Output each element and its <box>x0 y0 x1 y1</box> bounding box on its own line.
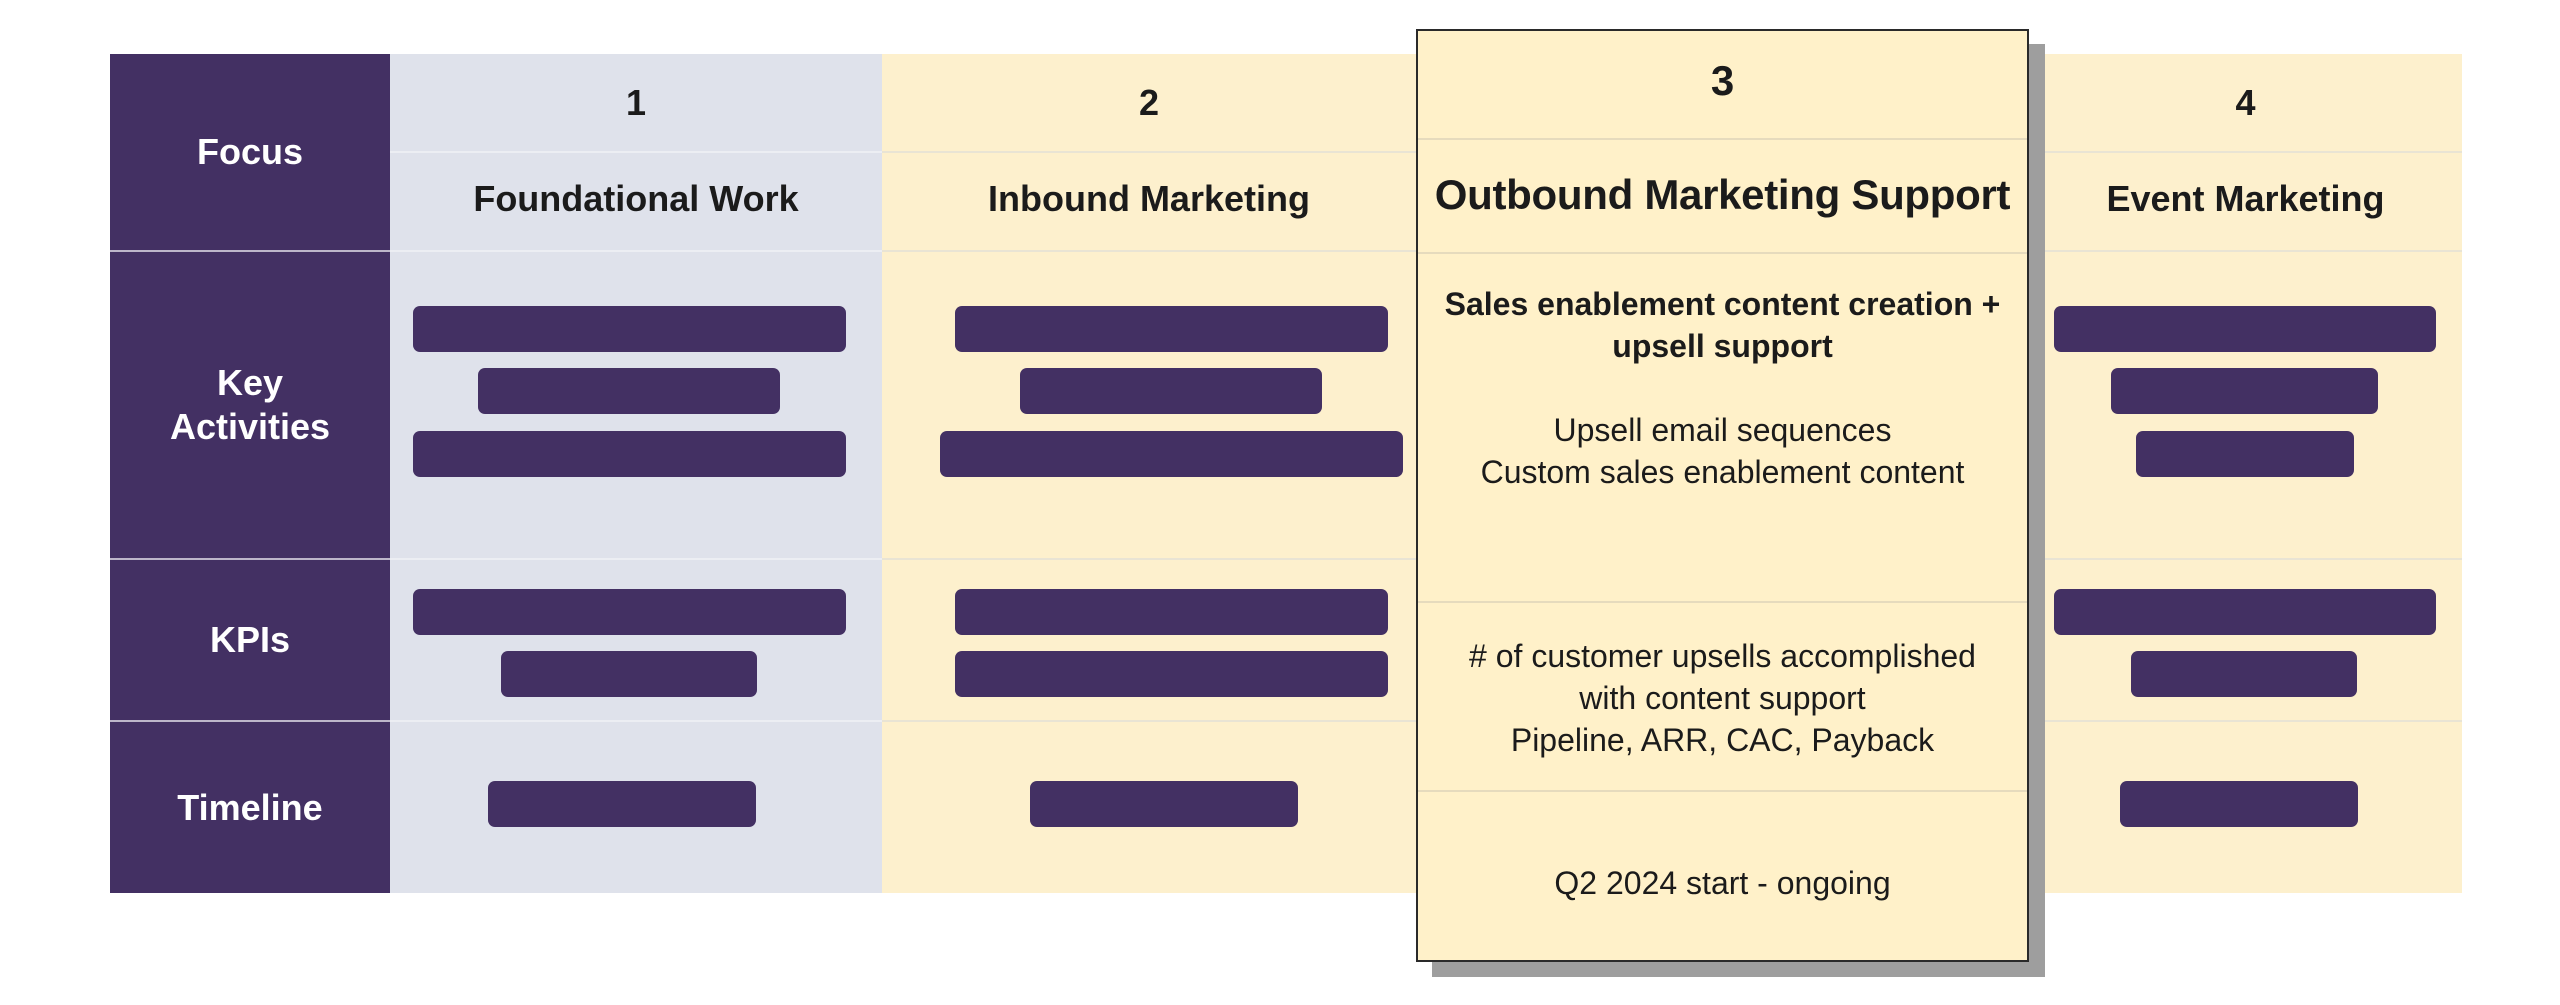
row-header-key-activities-line2: Activities <box>169 406 331 447</box>
row-divider <box>390 151 882 153</box>
key-activities-heading-line1: Sales enablement content creation + <box>1444 286 2001 322</box>
column-3-highlight-card: 3 Outbound Marketing Support Sales enabl… <box>1416 29 2029 962</box>
row-header-focus-label: Focus <box>196 131 303 172</box>
row-divider <box>2029 558 2462 560</box>
row-divider <box>882 720 1416 722</box>
redacted-text-bar <box>955 306 1388 352</box>
key-activities-heading: Sales enablement content creation + upse… <box>1418 283 2027 367</box>
column-title: Outbound Marketing Support <box>1434 171 2011 218</box>
redacted-text-bar <box>1020 368 1322 414</box>
row-divider <box>2029 151 2462 153</box>
redacted-text-bar <box>501 651 757 697</box>
row-divider <box>882 558 1416 560</box>
row-divider <box>110 558 390 560</box>
row-divider <box>1418 138 2027 140</box>
row-divider <box>110 720 390 722</box>
redacted-text-bar <box>413 589 846 635</box>
redacted-text-bar <box>2054 306 2436 352</box>
row-divider <box>390 250 882 252</box>
kpi-line: with content support <box>1579 680 1866 716</box>
key-activity-item: Custom sales enablement content <box>1480 454 1965 490</box>
kpi-line: Pipeline, ARR, CAC, Payback <box>1510 722 1935 758</box>
row-divider <box>882 151 1416 153</box>
redacted-text-bar <box>413 431 846 477</box>
redacted-text-bar <box>2136 431 2354 477</box>
redacted-text-bar <box>955 651 1388 697</box>
redacted-text-bar <box>488 781 756 827</box>
redacted-text-bar <box>478 368 780 414</box>
column-1: 1 Foundational Work <box>390 54 882 893</box>
kpis-text: # of customer upsells accomplished with … <box>1418 635 2027 761</box>
row-divider <box>2029 250 2462 252</box>
row-divider <box>1418 252 2027 254</box>
row-header-kpis: KPIs <box>110 560 390 720</box>
column-title: Event Marketing <box>2106 178 2385 219</box>
column-number: 3 <box>1710 57 1735 104</box>
row-header-key-activities-line1: Key <box>216 362 284 403</box>
row-header-kpis-label: KPIs <box>209 619 291 660</box>
column-title: Inbound Marketing <box>988 178 1310 219</box>
redacted-text-bar <box>2131 651 2357 697</box>
row-divider <box>110 250 390 252</box>
key-activities-list: Upsell email sequences Custom sales enab… <box>1418 409 2027 493</box>
row-divider <box>390 720 882 722</box>
column-number: 1 <box>625 82 647 123</box>
redacted-text-bar <box>940 431 1403 477</box>
row-header-timeline: Timeline <box>110 722 390 893</box>
redacted-text-bar <box>2120 781 2358 827</box>
row-divider <box>1418 601 2027 603</box>
redacted-text-bar <box>2111 368 2378 414</box>
redacted-text-bar <box>2054 589 2436 635</box>
key-activity-item: Upsell email sequences <box>1553 412 1892 448</box>
redacted-text-bar <box>955 589 1388 635</box>
column-4: 4 Event Marketing <box>2029 54 2462 893</box>
row-divider <box>390 558 882 560</box>
row-header-focus: Focus <box>110 54 390 250</box>
row-header-timeline-label: Timeline <box>177 786 323 828</box>
column-2: 2 Inbound Marketing <box>882 54 1416 893</box>
row-divider <box>1418 790 2027 792</box>
redacted-text-bar <box>413 306 846 352</box>
row-divider <box>882 250 1416 252</box>
column-number: 4 <box>2235 82 2256 123</box>
timeline-text: Q2 2024 start - ongoing <box>1554 865 1891 901</box>
key-activities-heading-line2: upsell support <box>1612 328 1833 364</box>
column-number: 2 <box>1138 82 1160 123</box>
row-header-key-activities: Key Activities <box>110 252 390 558</box>
kpi-line: # of customer upsells accomplished <box>1469 638 1976 674</box>
redacted-text-bar <box>1030 781 1298 827</box>
row-divider <box>2029 720 2462 722</box>
column-title: Foundational Work <box>473 178 799 219</box>
row-header-column: Focus Key Activities KPIs Timeline <box>110 54 390 893</box>
